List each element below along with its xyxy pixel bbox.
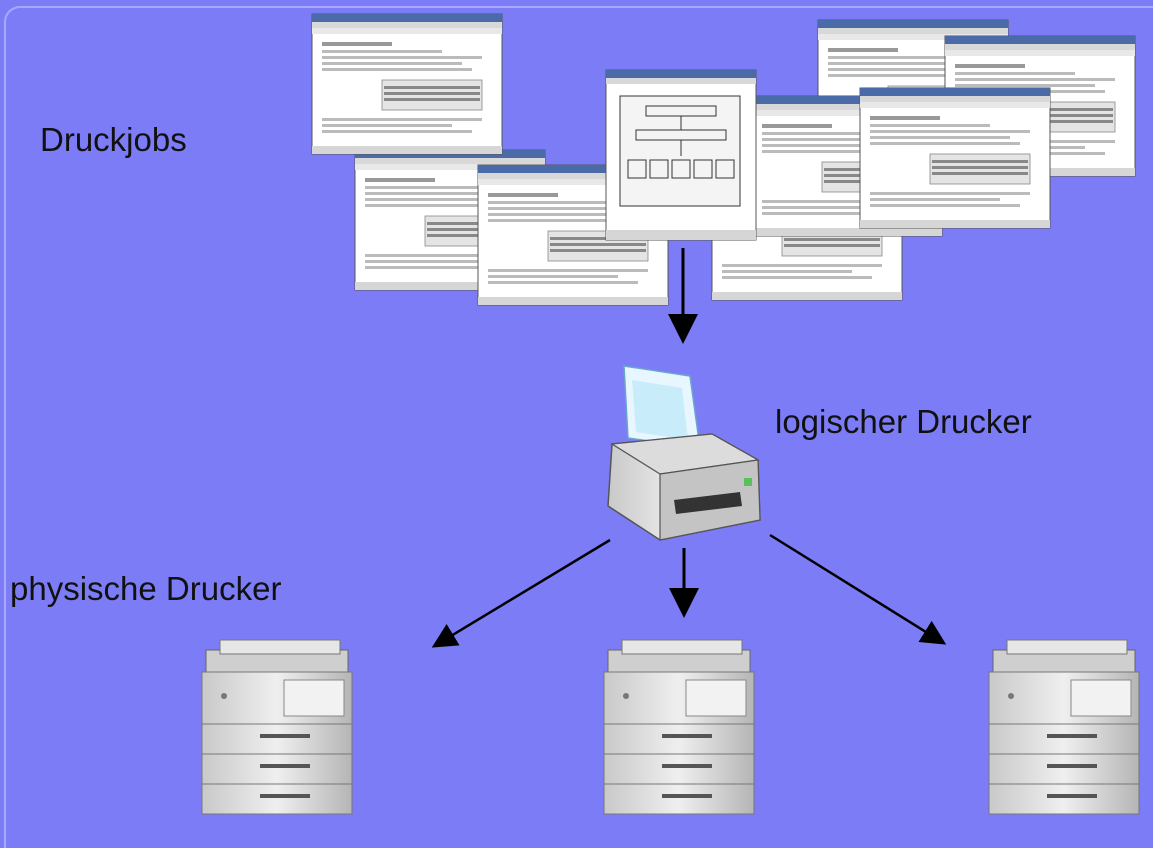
arrow-logical-to-physical-1 (431, 538, 611, 648)
document-screenshot-icon (859, 87, 1051, 229)
document-screenshot-icon (311, 13, 503, 155)
copier-printer-icon (988, 639, 1140, 815)
document-screenshot-icon (605, 69, 757, 241)
physical-printers-label: physische Drucker (10, 570, 282, 607)
print-jobs-label: Druckjobs (40, 121, 187, 158)
inkjet-printer-icon (607, 365, 761, 541)
arrow-logical-to-physical-3 (769, 533, 947, 645)
copier-printer-icon (201, 639, 353, 815)
copier-printer-icon (603, 639, 755, 815)
logical-printer-label: logischer Drucker (775, 403, 1032, 440)
print-jobs-stack (311, 13, 1136, 306)
